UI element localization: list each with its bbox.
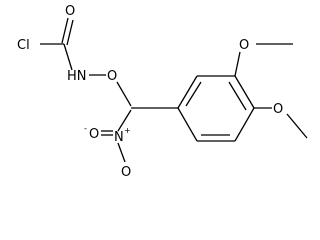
bond-nitro-single (117, 142, 126, 163)
atom-label-ether-oxygen: O (107, 69, 117, 84)
atom-label-nitro-nitrogen: N (114, 130, 124, 145)
atom-label-amine: HN (67, 69, 87, 84)
atom-label-carbonyl-oxygen: O (65, 4, 75, 19)
bond-methine-nitro (117, 109, 132, 132)
ring-bond-6 (177, 107, 198, 142)
ring-bond-4 (234, 107, 255, 142)
bonds (40, 17, 308, 163)
ring-inner-bond-2 (228, 81, 247, 111)
chemical-structure: O Cl HN O N + O - O O O (0, 0, 317, 189)
background (0, 0, 317, 189)
nitro-oxygen-charge: - (84, 124, 87, 133)
atom-label-chlorine: Cl (17, 38, 30, 53)
atom-label-nitro-oxygen-top: O (89, 127, 99, 142)
ring-bond-1 (177, 75, 198, 109)
bond-ring-methoxy-upper (234, 51, 241, 77)
atom-label-methoxy-oxygen-upper: O (239, 38, 249, 53)
atom-labels: O Cl HN O N + O - O O O (17, 4, 283, 180)
ring-bond-3 (234, 75, 255, 109)
atom-label-methoxy-oxygen-lower: O (273, 102, 283, 117)
bond-oxygen-methine (116, 81, 132, 107)
bond-carbonyl-double-b (66, 19, 74, 46)
bond-carbonyl-double-a (61, 17, 69, 44)
atom-label-nitro-oxygen-bottom: O (121, 165, 131, 180)
nitro-nitrogen-charge: + (124, 126, 131, 135)
ring-inner-bond-1 (185, 81, 202, 107)
bond-methoxy-lower-methyl (286, 113, 308, 139)
bond-carbon-amine (63, 43, 73, 71)
